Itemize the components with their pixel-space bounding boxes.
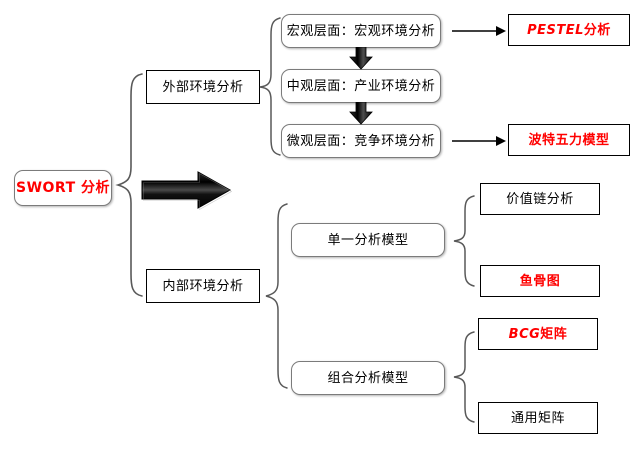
block-right-arrow-icon: [140, 170, 233, 211]
combo-model-tool-bcg-latin: BCG: [508, 326, 541, 342]
curly-brace-icon-internal: [262, 200, 292, 392]
curly-brace-icon-root: [112, 70, 146, 300]
single-model-tool-node-value-chain[interactable]: 价值链分析: [480, 183, 600, 215]
block-down-arrow-icon-2: [348, 101, 374, 125]
curly-brace-icon-external: [256, 14, 284, 159]
level1-node-external[interactable]: 外部环境分析: [146, 70, 260, 104]
external-level-node-macro[interactable]: 宏观层面：宏观环境分析: [281, 14, 441, 48]
combo-model-tool-bcg-cjk: 矩阵: [540, 326, 568, 342]
curly-brace-icon-single-model: [450, 192, 478, 290]
internal-model-node-single[interactable]: 单一分析模型: [291, 223, 445, 257]
curly-brace-icon-combo-model: [450, 328, 478, 426]
combo-model-tool-node-general-matrix[interactable]: 通用矩阵: [478, 402, 598, 434]
level1-node-internal[interactable]: 内部环境分析: [146, 269, 260, 303]
external-level-node-meso[interactable]: 中观层面：产业环境分析: [281, 69, 441, 103]
external-tool-node-pestel[interactable]: PESTEL 分析: [508, 14, 630, 46]
block-down-arrow-icon-1: [348, 46, 374, 70]
thin-right-arrow-icon-porter: [452, 133, 507, 149]
single-model-tool-node-fishbone[interactable]: 鱼骨图: [480, 265, 600, 297]
external-tool-node-porter[interactable]: 波特五力模型: [508, 124, 630, 156]
root-node-swort[interactable]: SWORT 分析: [14, 170, 112, 206]
internal-model-node-combo[interactable]: 组合分析模型: [291, 361, 445, 395]
external-tool-pestel-latin: PESTEL: [527, 22, 584, 38]
thin-right-arrow-icon-pestel: [452, 23, 507, 39]
combo-model-tool-node-bcg[interactable]: BCG 矩阵: [478, 318, 598, 350]
external-level-node-micro[interactable]: 微观层面：竞争环境分析: [281, 124, 441, 158]
external-tool-pestel-cjk: 分析: [583, 22, 611, 38]
